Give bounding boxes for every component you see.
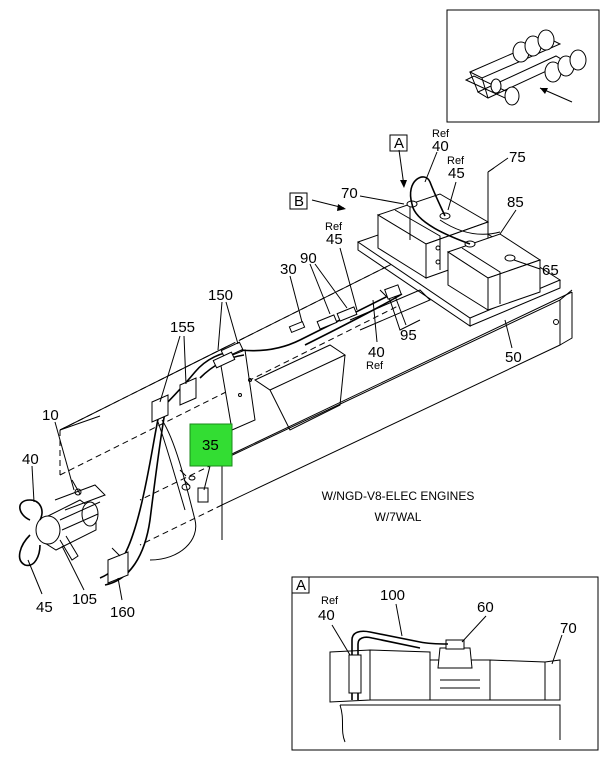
ref-label-45-top: Ref	[447, 155, 465, 167]
callout-150: 150	[208, 287, 233, 304]
callout-45-mid: 45	[326, 231, 343, 248]
view-marker-a-label: A	[394, 135, 404, 152]
ref-label-40-mid: Ref	[366, 360, 384, 372]
callout-85: 85	[507, 194, 524, 211]
note-line-1: W/NGD-V8-ELEC ENGINES	[322, 489, 475, 503]
callout-95: 95	[400, 327, 417, 344]
locator-inset	[446, 9, 600, 123]
view-marker-b-label: B	[294, 193, 304, 210]
view-marker-a: A	[389, 134, 408, 152]
highlight-box[interactable]	[189, 423, 233, 467]
note-line-2: W/7WAL	[375, 510, 422, 524]
callout-labels: 75 70 85 65 50 95 90 30 150 155 10 40 45…	[22, 128, 559, 621]
callout-75: 75	[509, 149, 526, 166]
callout-45-left: 45	[36, 599, 53, 616]
view-marker-b: B	[289, 192, 308, 210]
detail-marker: A	[296, 577, 306, 594]
detail-callout-40: 40	[318, 607, 335, 624]
callout-65: 65	[542, 262, 559, 279]
detail-callout-60: 60	[477, 599, 494, 616]
detail-ref-label: Ref	[321, 595, 339, 607]
callout-90: 90	[300, 250, 317, 267]
callout-30: 30	[280, 261, 297, 278]
callout-70: 70	[341, 185, 358, 202]
callout-35[interactable]: 35	[202, 437, 219, 454]
highlight-callout-35[interactable]: 35	[189, 423, 233, 467]
callout-45-top: 45	[448, 165, 465, 182]
ref-label-45-mid: Ref	[325, 221, 343, 233]
callout-40-mid: 40	[368, 344, 385, 361]
callout-160: 160	[110, 604, 135, 621]
callout-10: 10	[42, 407, 59, 424]
callout-155: 155	[170, 319, 195, 336]
ref-label-40-top: Ref	[432, 128, 450, 140]
detail-callout-100: 100	[380, 587, 405, 604]
detail-view-a: A Ref 40 100 60 70	[291, 576, 599, 751]
battery-assembly	[356, 167, 562, 327]
starter-motor	[18, 479, 106, 567]
engine-note: W/NGD-V8-ELEC ENGINES W/7WAL	[322, 489, 475, 524]
cable-routing	[99, 284, 403, 586]
callout-50: 50	[505, 349, 522, 366]
leader-lines	[27, 149, 541, 601]
callout-105: 105	[72, 591, 97, 608]
callout-40-top: 40	[432, 138, 449, 155]
detail-callout-70: 70	[560, 620, 577, 637]
callout-40-left: 40	[22, 451, 39, 468]
